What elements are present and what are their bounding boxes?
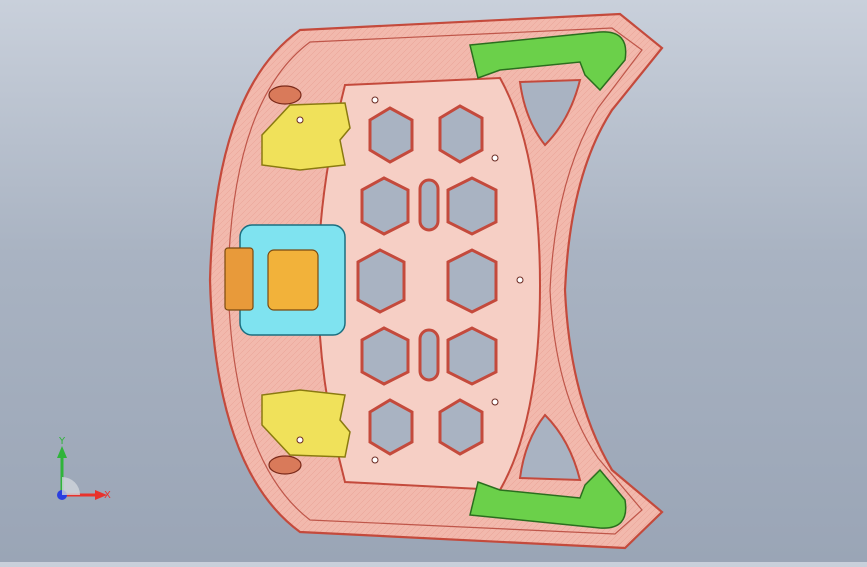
coordinate-triad: Y X [57,436,111,501]
upper-pad[interactable] [268,85,302,105]
lower-pad[interactable] [268,455,302,475]
lower-yellow-clamp[interactable] [261,389,351,458]
upper-yellow-clamp[interactable] [261,102,351,171]
inner-panel [316,76,542,492]
hex-openings [356,104,498,456]
upper-right-cutout [518,78,582,147]
left-locator-block[interactable] [224,247,254,311]
upper-green-rail[interactable] [469,31,627,92]
fastener-holes [296,96,524,464]
lower-green-rail[interactable] [469,468,627,529]
x-axis-label: X [104,490,111,501]
orange-locator-core[interactable] [267,249,319,311]
lower-right-cutout [518,413,582,482]
y-axis-label: Y [58,436,66,447]
